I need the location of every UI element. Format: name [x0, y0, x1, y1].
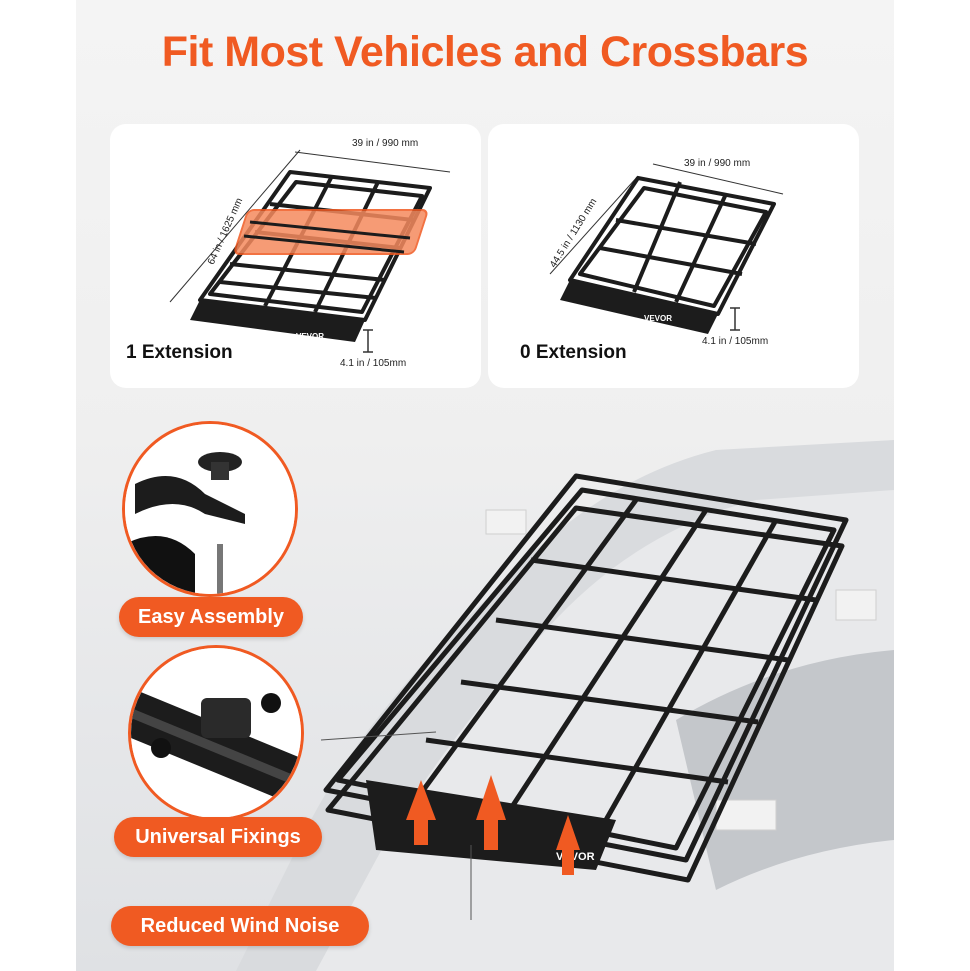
extension-card-1: 39 in / 990 mm 64 in / 1625 mm 4.1 in / …	[110, 124, 481, 388]
height-dimension: 4.1 in / 105mm	[340, 358, 407, 369]
rack-diagram-compact	[549, 163, 784, 334]
feature-pill-reduced-wind-noise: Reduced Wind Noise	[111, 906, 369, 946]
mounting-bracket-knob-icon	[125, 424, 295, 594]
feature-pill-universal-fixings: Universal Fixings	[114, 817, 322, 857]
universal-fixings-circle	[128, 645, 304, 821]
width-dimension: 39 in / 990 mm	[684, 158, 751, 169]
width-dimension: 39 in / 990 mm	[352, 138, 419, 149]
extension-label: 1 Extension	[126, 342, 233, 363]
brand-mark: VEVOR	[644, 314, 673, 323]
extension-label: 0 Extension	[520, 342, 627, 363]
brand-mark: VEVOR	[296, 332, 325, 341]
feature-pill-easy-assembly: Easy Assembly	[119, 597, 303, 637]
page-title: Fit Most Vehicles and Crossbars	[161, 28, 809, 76]
car-roof-rack-illustration: VEVOR	[236, 440, 894, 971]
crossbar-clamp-icon	[131, 648, 301, 818]
height-dimension: 4.1 in / 105mm	[702, 336, 769, 347]
rack-diagram-extended	[169, 149, 451, 353]
easy-assembly-circle	[122, 421, 298, 597]
product-brand-mark: VEVOR	[556, 851, 595, 863]
extension-card-2: 39 in / 990 mm 44.5 in / 1130 mm 4.1 in …	[488, 124, 859, 388]
